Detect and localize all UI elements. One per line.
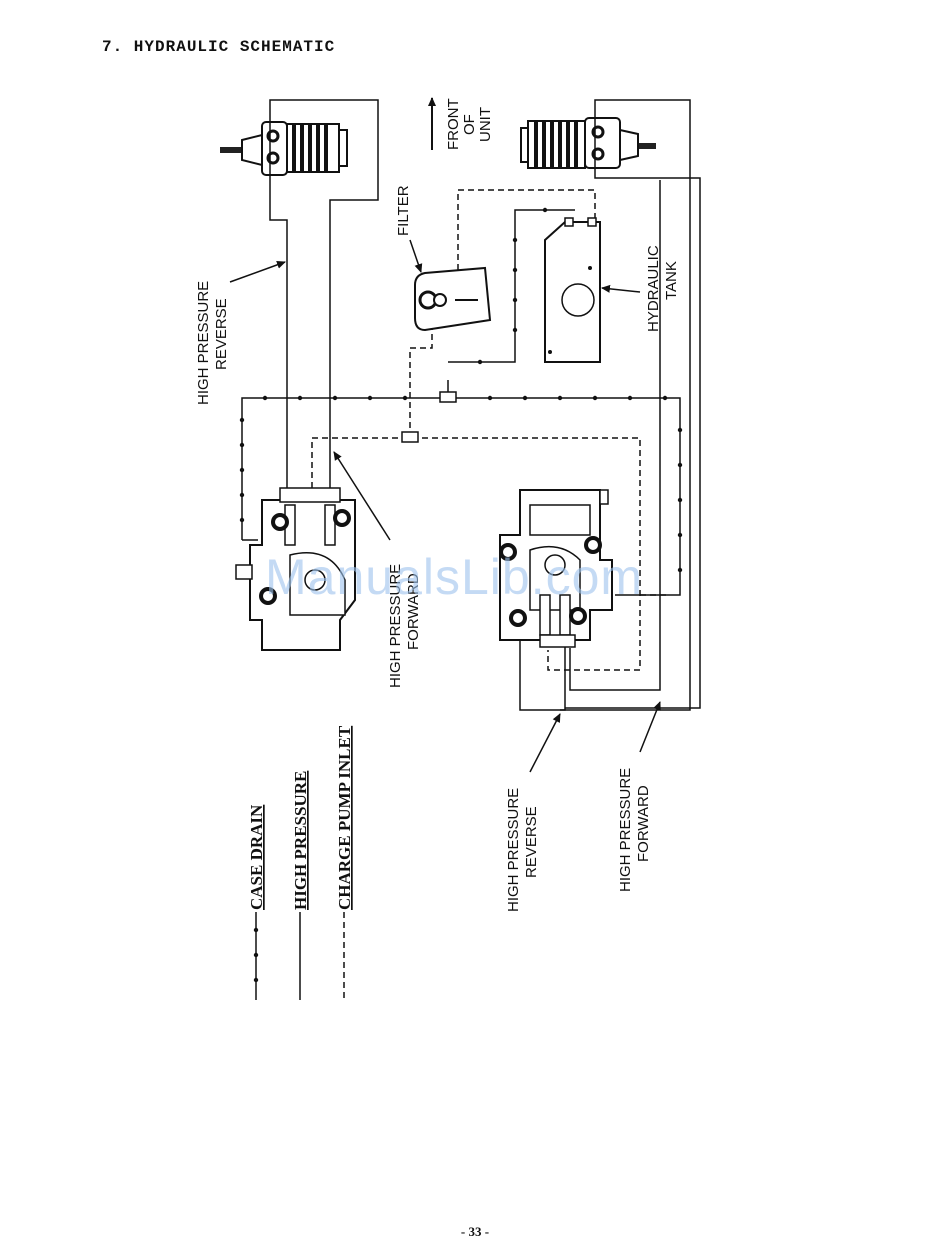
- hydraulic-tank-label-line1: HYDRAULIC: [645, 245, 662, 332]
- legend-case-drain-label: CASE DRAIN: [247, 804, 266, 910]
- right-wheel-motor: [521, 118, 656, 168]
- filter-label: FILTER: [395, 185, 412, 236]
- front-of-unit-label-line2: OF: [461, 114, 478, 135]
- lower-hp-reverse-label-line2: REVERSE: [523, 806, 540, 878]
- legend-high-pressure: HIGH PRESSURE: [291, 771, 310, 1000]
- upper-hp-reverse-label-line1: HIGH PRESSURE: [195, 281, 212, 405]
- lower-hp-forward-label-line2: FORWARD: [635, 785, 652, 862]
- upper-hp-reverse-label-line2: REVERSE: [213, 298, 230, 370]
- hydraulic-tank-label-line2: TANK: [663, 261, 680, 300]
- front-of-unit-indicator: FRONT OF UNIT: [432, 98, 494, 150]
- legend-charge-pump-inlet: CHARGE PUMP INLET: [335, 725, 354, 1000]
- filter-component: [415, 268, 490, 330]
- page-number: - 33 -: [0, 1224, 950, 1240]
- lower-hp-forward-label-line1: HIGH PRESSURE: [617, 768, 634, 892]
- legend-charge-pump-inlet-label: CHARGE PUMP INLET: [335, 725, 354, 910]
- front-of-unit-label-line1: FRONT: [445, 98, 462, 150]
- legend-high-pressure-label: HIGH PRESSURE: [291, 771, 310, 910]
- hydraulic-tank-component: [545, 218, 600, 362]
- legend: CASE DRAIN HIGH PRESSURE CHARGE PUMP INL…: [247, 725, 354, 1000]
- legend-case-drain: CASE DRAIN: [247, 804, 266, 1000]
- lower-hp-reverse-label-line1: HIGH PRESSURE: [505, 788, 522, 912]
- watermark: ManualsLib.com: [265, 548, 643, 606]
- front-of-unit-label-line3: UNIT: [477, 107, 494, 142]
- left-wheel-motor: [220, 122, 347, 175]
